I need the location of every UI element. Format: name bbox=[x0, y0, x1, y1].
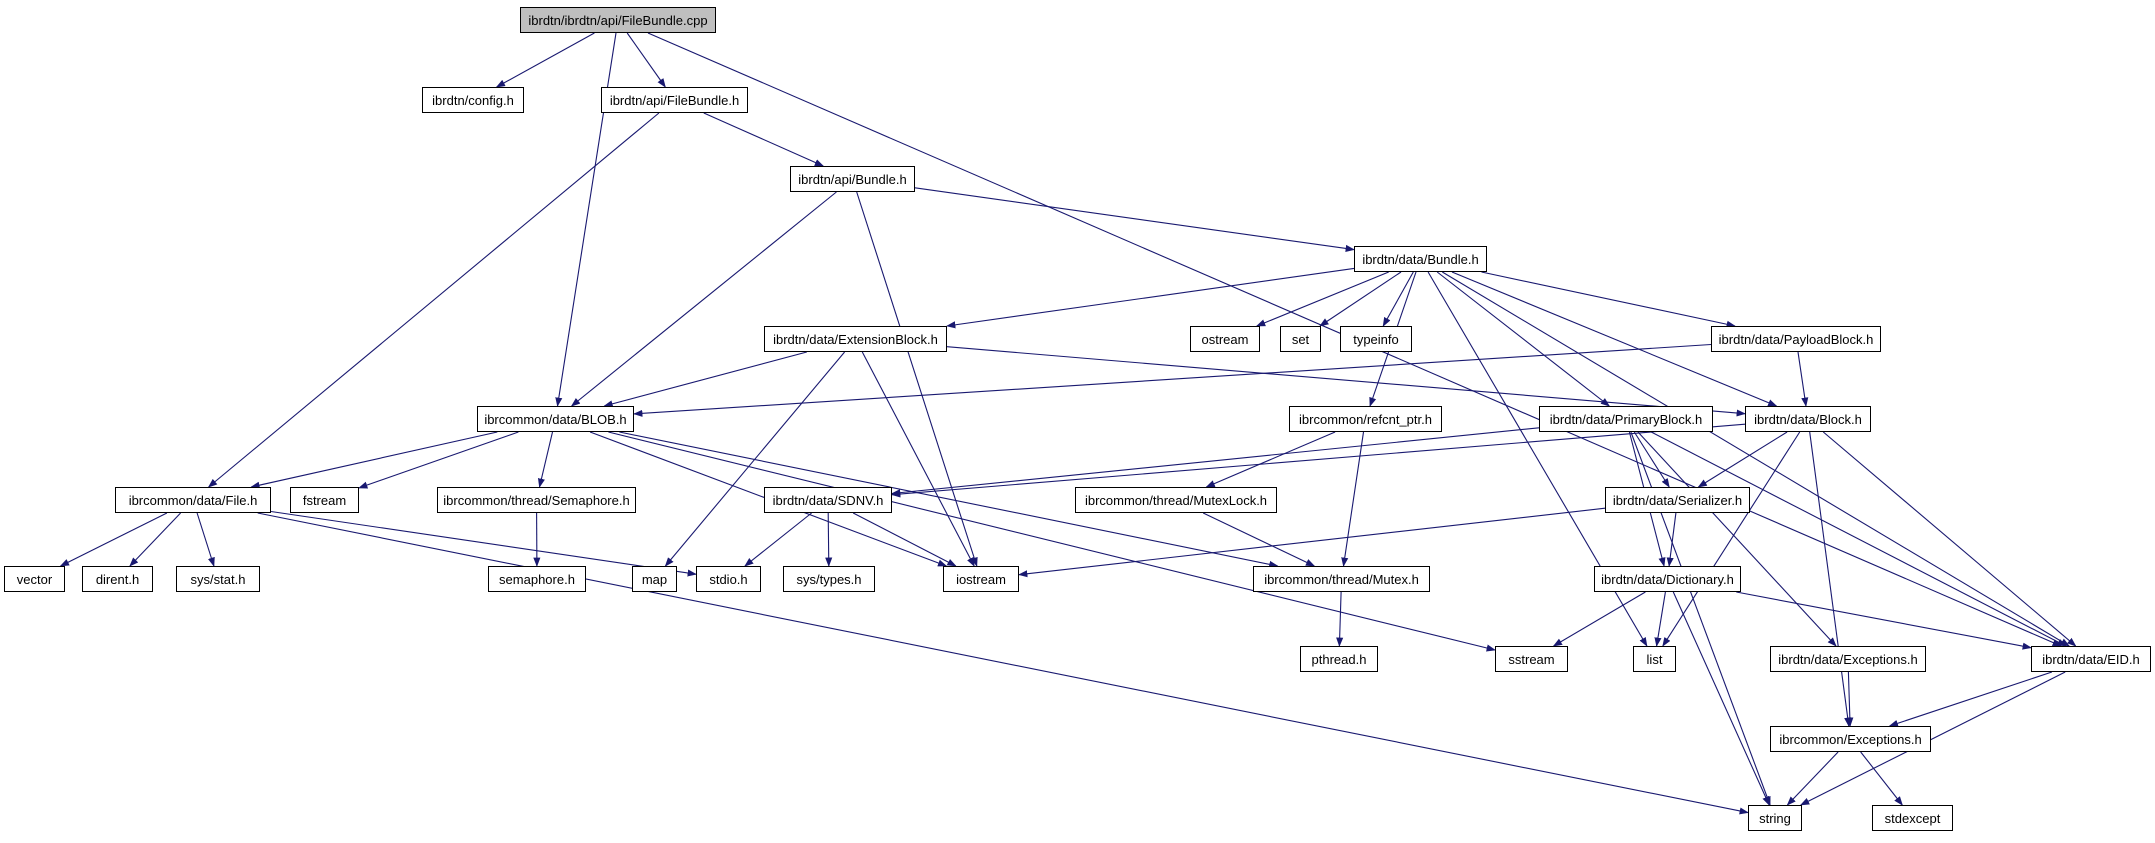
graph-node-ostream[interactable]: ostream bbox=[1190, 326, 1260, 352]
edge-blob_h-to-fstream bbox=[358, 431, 519, 489]
edge-eid_h-to-string bbox=[1799, 671, 2066, 806]
graph-node-config_h[interactable]: ibrdtn/config.h bbox=[422, 87, 524, 113]
edge-data_bundle_h-to-payloadblock_h bbox=[1481, 271, 1736, 328]
edge-data_exceptions_h-to-ibrcommon_exceptions_h bbox=[1846, 671, 1854, 727]
graph-node-extensionblock_h[interactable]: ibrdtn/data/ExtensionBlock.h bbox=[764, 326, 947, 352]
edge-file_h-to-sys_stat_h bbox=[196, 512, 215, 567]
graph-node-blob_h[interactable]: ibrcommon/data/BLOB.h bbox=[477, 406, 634, 432]
graph-node-dictionary_h[interactable]: ibrdtn/data/Dictionary.h bbox=[1594, 566, 1741, 592]
edge-primaryblock_h-to-serializer_h bbox=[1633, 431, 1670, 488]
graph-node-iostream[interactable]: iostream bbox=[943, 566, 1019, 592]
edge-data_bundle_h-to-primaryblock_h bbox=[1436, 271, 1611, 407]
edge-block_h-to-ibrcommon_exceptions_h bbox=[1809, 431, 1852, 727]
graph-node-file_h[interactable]: ibrcommon/data/File.h bbox=[115, 487, 271, 513]
graph-node-fstream[interactable]: fstream bbox=[290, 487, 359, 513]
edge-ibrcommon_exceptions_h-to-string bbox=[1786, 751, 1839, 806]
graph-node-pthread_h[interactable]: pthread.h bbox=[1300, 646, 1378, 672]
graph-node-sdnv_h[interactable]: ibrdtn/data/SDNV.h bbox=[764, 487, 892, 513]
graph-node-map[interactable]: map bbox=[632, 566, 677, 592]
edge-blob_h-to-semaphore_hdr bbox=[537, 431, 554, 488]
edge-data_bundle_h-to-set bbox=[1319, 271, 1402, 327]
edge-api_filebundle_h-to-file_h bbox=[207, 112, 660, 488]
edge-api_bundle_h-to-blob_h bbox=[570, 191, 837, 407]
edge-sdnv_h-to-stdio_h bbox=[744, 512, 812, 567]
edge-data_bundle_h-to-eid_h bbox=[1442, 271, 2071, 647]
edge-extensionblock_h-to-blob_h bbox=[603, 351, 807, 408]
edge-ibrcommon_exceptions_h-to-stdexcept bbox=[1860, 751, 1903, 806]
graph-node-string[interactable]: string bbox=[1748, 805, 1802, 831]
graph-node-data_bundle_h[interactable]: ibrdtn/data/Bundle.h bbox=[1354, 246, 1487, 272]
edge-filebundle_cpp-to-config_h bbox=[495, 32, 595, 88]
edge-serializer_h-to-iostream bbox=[1018, 507, 1606, 578]
edge-api_filebundle_h-to-api_bundle_h bbox=[703, 112, 825, 167]
edge-sdnv_h-to-sys_types_h bbox=[825, 512, 833, 567]
edge-refcnt_ptr_h-to-mutexlock_h bbox=[1205, 431, 1336, 488]
edge-blob_h-to-file_h bbox=[250, 431, 498, 489]
edge-extensionblock_h-to-iostream bbox=[861, 351, 975, 567]
edge-extensionblock_h-to-block_h bbox=[946, 346, 1746, 417]
edge-file_h-to-stdio_h bbox=[270, 510, 697, 577]
graph-node-ibrcommon_exceptions_h[interactable]: ibrcommon/Exceptions.h bbox=[1770, 726, 1931, 752]
edge-dictionary_h-to-eid_h bbox=[1736, 591, 2032, 650]
graph-node-set[interactable]: set bbox=[1280, 326, 1321, 352]
graph-node-stdio_h[interactable]: stdio.h bbox=[696, 566, 761, 592]
graph-node-data_exceptions_h[interactable]: ibrdtn/data/Exceptions.h bbox=[1770, 646, 1926, 672]
edge-payloadblock_h-to-blob_h bbox=[633, 343, 1712, 417]
edge-dictionary_h-to-string bbox=[1672, 591, 1770, 806]
edge-file_h-to-vector bbox=[59, 512, 168, 567]
graph-node-payloadblock_h[interactable]: ibrdtn/data/PayloadBlock.h bbox=[1711, 326, 1881, 352]
edge-mutexlock_h-to-mutex_h bbox=[1202, 512, 1316, 567]
graph-node-semaphore_hdr[interactable]: ibrcommon/thread/Semaphore.h bbox=[437, 487, 636, 513]
graph-node-api_filebundle_h[interactable]: ibrdtn/api/FileBundle.h bbox=[601, 87, 748, 113]
edge-payloadblock_h-to-block_h bbox=[1797, 351, 1809, 407]
edge-serializer_h-to-dictionary_h bbox=[1666, 512, 1677, 567]
edge-file_h-to-string bbox=[257, 512, 1749, 815]
edge-blob_h-to-mutex_h bbox=[619, 431, 1279, 568]
graph-node-dirent_h[interactable]: dirent.h bbox=[82, 566, 153, 592]
graph-node-block_h[interactable]: ibrdtn/data/Block.h bbox=[1745, 406, 1871, 432]
edge-block_h-to-eid_h bbox=[1822, 431, 2077, 647]
edge-blob_h-to-sstream bbox=[608, 431, 1496, 652]
graph-node-typeinfo[interactable]: typeinfo bbox=[1340, 326, 1412, 352]
graph-node-sys_types_h[interactable]: sys/types.h bbox=[783, 566, 875, 592]
edge-dictionary_h-to-list bbox=[1654, 591, 1666, 647]
edge-primaryblock_h-to-sdnv_h bbox=[891, 427, 1540, 497]
edge-block_h-to-sdnv_h bbox=[891, 423, 1746, 498]
edge-block_h-to-serializer_h bbox=[1697, 431, 1788, 488]
edge-eid_h-to-ibrcommon_exceptions_h bbox=[1888, 671, 2053, 727]
graph-node-sys_stat_h[interactable]: sys/stat.h bbox=[176, 566, 260, 592]
edge-dictionary_h-to-sstream bbox=[1552, 591, 1646, 647]
edge-refcnt_ptr_h-to-mutex_h bbox=[1341, 431, 1365, 567]
graph-node-filebundle_cpp: ibrdtn/ibrdtn/api/FileBundle.cpp bbox=[520, 7, 716, 33]
edge-data_bundle_h-to-ostream bbox=[1255, 271, 1389, 327]
edge-block_h-to-list bbox=[1662, 431, 1801, 647]
graph-node-sstream[interactable]: sstream bbox=[1495, 646, 1568, 672]
edge-filebundle_cpp-to-api_filebundle_h bbox=[626, 32, 666, 88]
edge-primaryblock_h-to-eid_h bbox=[1650, 431, 2067, 647]
graph-node-primaryblock_h[interactable]: ibrdtn/data/PrimaryBlock.h bbox=[1539, 406, 1713, 432]
edge-mutex_h-to-pthread_h bbox=[1336, 591, 1344, 647]
graph-node-serializer_h[interactable]: ibrdtn/data/Serializer.h bbox=[1605, 487, 1750, 513]
graph-node-list[interactable]: list bbox=[1633, 646, 1676, 672]
edge-extensionblock_h-to-map bbox=[664, 351, 846, 567]
edge-primaryblock_h-to-data_exceptions_h bbox=[1637, 431, 1837, 647]
graph-node-mutex_h[interactable]: ibrcommon/thread/Mutex.h bbox=[1253, 566, 1430, 592]
edge-data_bundle_h-to-extensionblock_h bbox=[946, 267, 1355, 329]
edge-data_bundle_h-to-block_h bbox=[1451, 271, 1778, 407]
graph-node-mutexlock_h[interactable]: ibrcommon/thread/MutexLock.h bbox=[1075, 487, 1277, 513]
graph-node-api_bundle_h[interactable]: ibrdtn/api/Bundle.h bbox=[790, 166, 915, 192]
graph-node-semaphore_h[interactable]: semaphore.h bbox=[488, 566, 586, 592]
graph-node-refcnt_ptr_h[interactable]: ibrcommon/refcnt_ptr.h bbox=[1289, 406, 1442, 432]
edge-sdnv_h-to-iostream bbox=[852, 512, 957, 567]
graph-node-vector[interactable]: vector bbox=[4, 566, 65, 592]
graph-node-eid_h[interactable]: ibrdtn/data/EID.h bbox=[2031, 646, 2151, 672]
graph-node-stdexcept[interactable]: stdexcept bbox=[1872, 805, 1953, 831]
edge-data_bundle_h-to-typeinfo bbox=[1382, 271, 1414, 327]
edge-api_bundle_h-to-data_bundle_h bbox=[914, 187, 1355, 252]
edge-file_h-to-dirent_h bbox=[129, 512, 181, 567]
edge-api_bundle_h-to-iostream bbox=[856, 191, 978, 567]
